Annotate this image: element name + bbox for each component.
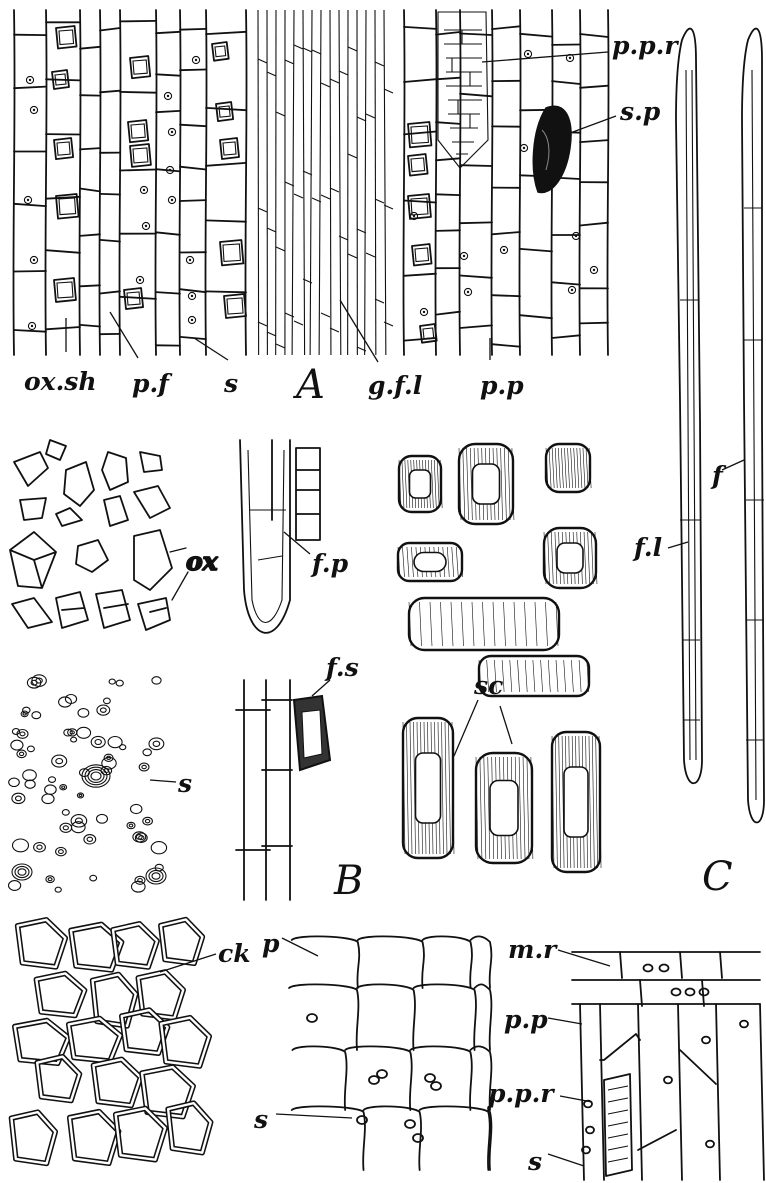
stone-cells bbox=[398, 444, 601, 872]
label-f-s: f.s bbox=[324, 653, 359, 682]
label-m-r: m.r bbox=[508, 935, 558, 964]
medullary-ray-tissue bbox=[572, 952, 764, 1180]
panel-c-fibres: f f.l C bbox=[632, 29, 764, 900]
fibre-tip: f.p bbox=[240, 440, 349, 633]
label-p-p-a: p.p bbox=[480, 371, 524, 400]
label-p-p-b: p.p bbox=[504, 1005, 548, 1034]
label-s-b: s bbox=[177, 769, 192, 798]
label-p-p-r-a: p.p.r bbox=[612, 31, 679, 60]
label-g-f-l: g.f.l bbox=[368, 371, 422, 400]
secretory-cell-a bbox=[533, 106, 571, 192]
pitted-ray-a bbox=[438, 12, 488, 168]
label-ox: ox bbox=[186, 547, 219, 576]
panel-letter-a: A bbox=[292, 362, 325, 408]
loose-crystals: ox bbox=[10, 440, 219, 630]
panel-a-section: ox.sh p.f s A g.f.l p.p p.p.r s.p bbox=[13, 10, 679, 408]
fibre-bundle-a bbox=[258, 10, 393, 355]
label-sc: sc bbox=[473, 671, 503, 700]
label-s-a: s bbox=[223, 369, 238, 398]
label-p-f: p.f bbox=[132, 369, 173, 398]
label-s-p: s.p bbox=[619, 97, 661, 126]
panel-letter-c: C bbox=[702, 854, 733, 900]
panel-b-fibre: f.s B bbox=[236, 653, 363, 904]
label-s-c: s bbox=[253, 1105, 268, 1134]
label-f-l: f.l bbox=[632, 533, 662, 562]
label-f: f bbox=[710, 461, 727, 490]
starch-cluster bbox=[9, 675, 167, 892]
crystals-a bbox=[52, 26, 437, 343]
label-s-d: s bbox=[527, 1147, 542, 1176]
label-ox-sh: ox.sh bbox=[24, 367, 97, 396]
label-ck: ck bbox=[218, 939, 251, 968]
label-p-p-r-b: p.p.r bbox=[488, 1079, 555, 1108]
label-f-p: f.p bbox=[310, 549, 349, 578]
parenchyma-tissue bbox=[289, 936, 491, 1170]
panel-letter-b: B bbox=[333, 858, 363, 904]
cork-tissue bbox=[11, 919, 210, 1163]
label-p: p bbox=[262, 929, 280, 958]
